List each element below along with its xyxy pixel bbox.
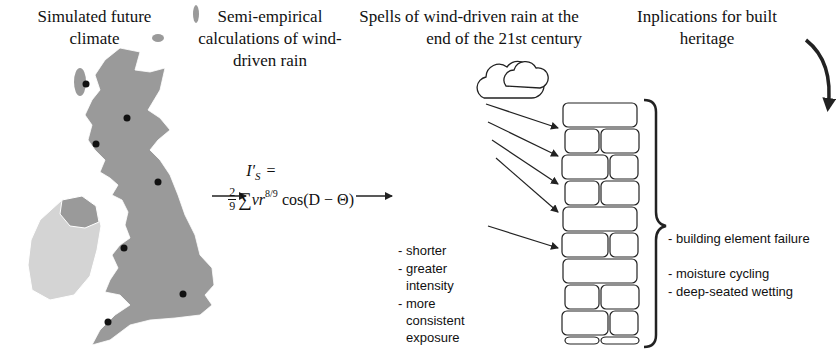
- formula-exponent: 8/9: [265, 188, 278, 199]
- column-heading: Spells of wind-driven rain at the end of…: [356, 6, 582, 50]
- rain-arrows: [486, 104, 558, 248]
- formula-symbol: I′: [246, 162, 255, 179]
- stone: [562, 155, 608, 179]
- stone: [601, 129, 639, 153]
- stone: [565, 181, 599, 205]
- column-heading: Semi-empirical calculations of wind-driv…: [190, 6, 350, 72]
- sum-symbol: ∑: [238, 189, 252, 210]
- formula-line: 29∑vr8/9 cos(D − Θ): [228, 186, 354, 213]
- stone: [565, 129, 599, 153]
- column-heading: Inplications for built heritage: [632, 6, 782, 50]
- stone: [563, 259, 637, 283]
- stone: [565, 337, 599, 344]
- curved-arrow: [806, 40, 829, 108]
- stone: [562, 311, 608, 335]
- stone: [601, 285, 639, 309]
- list-item: - deep-seated wetting: [668, 283, 810, 300]
- site-dots: [83, 81, 187, 326]
- stone: [562, 233, 608, 257]
- masonry-wall: [562, 103, 639, 344]
- orkney-map: [152, 34, 164, 42]
- formula: I′S = 29∑vr8/9 cos(D − Θ): [228, 162, 354, 213]
- formula-subscript: S: [255, 170, 261, 182]
- formula-symbol: cos(D − Θ): [282, 191, 354, 208]
- stone: [610, 155, 638, 179]
- northern-ireland-map: [60, 196, 99, 228]
- formula-symbol: vr: [252, 191, 265, 208]
- formula-line: I′S =: [246, 162, 354, 182]
- great-britain-map: [85, 48, 214, 345]
- stone: [563, 207, 637, 231]
- stone: [610, 233, 638, 257]
- stone: [601, 337, 639, 344]
- shetland-map: [193, 5, 199, 23]
- formula-symbol: =: [267, 162, 276, 179]
- list-item: - building element failure: [668, 230, 810, 247]
- stone: [563, 103, 637, 127]
- list-item: - more consistent exposure: [398, 295, 478, 346]
- stone: [610, 311, 638, 335]
- column-heading: Simulated future climate: [12, 6, 177, 50]
- list-item: - greater intensity: [398, 260, 478, 294]
- list-item: - moisture cycling: [668, 265, 810, 282]
- ireland-map: [28, 196, 101, 300]
- list-item: - shorter: [398, 242, 478, 259]
- brace: [644, 100, 666, 347]
- fraction-denominator: 9: [228, 200, 236, 213]
- fraction-numerator: 2: [228, 186, 236, 200]
- flow-arrow: [356, 195, 392, 196]
- fraction: 29: [228, 186, 236, 213]
- stone: [601, 181, 639, 205]
- stone: [565, 285, 599, 309]
- cloud: [504, 62, 548, 88]
